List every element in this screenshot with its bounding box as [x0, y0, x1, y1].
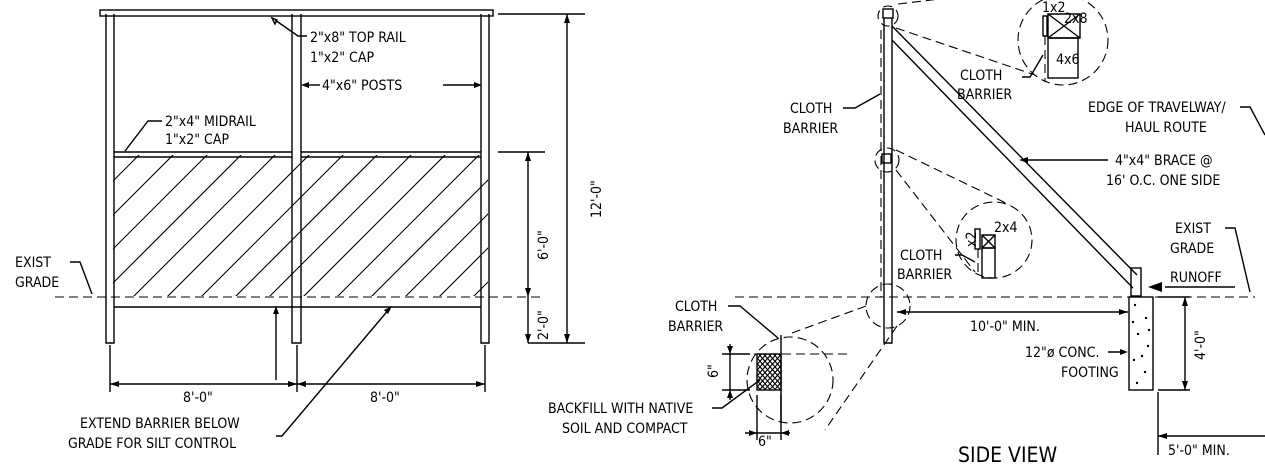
posts-label: 4"x6" POSTS — [322, 78, 402, 94]
brace-stake — [1130, 267, 1142, 297]
concrete-footing — [1128, 296, 1154, 391]
backfill-2: SOIL AND COMPACT — [562, 421, 688, 437]
side-post — [883, 18, 893, 344]
min-5-label: 5'-0" MIN. — [1168, 443, 1230, 459]
cloth-left-1: CLOTH — [790, 101, 832, 117]
cloth-top-2: BARRIER — [957, 87, 1012, 103]
height-6-label: 6'-0" — [536, 230, 552, 260]
detail-2x4: 2x4 — [994, 220, 1017, 236]
cloth-bot-2: BARRIER — [668, 319, 723, 335]
mid-cap-label: 1"x2" CAP — [165, 132, 229, 148]
cloth-mid-2: BARRIER — [897, 267, 952, 283]
exist-label-1: EXIST — [1175, 221, 1211, 237]
detail-4x6: 4x6 — [1056, 52, 1079, 68]
cloth-left-2: BARRIER — [783, 121, 838, 137]
top-detail-circle — [1017, 0, 1109, 86]
edge-label-1: EDGE OF TRAVELWAY/ — [1088, 100, 1226, 116]
span-left-label: 8'-0" — [183, 390, 213, 406]
detail-1x2: 1x2 — [1042, 0, 1065, 16]
front-posts — [105, 14, 490, 344]
front-view: 2"x8" TOP RAIL 1"x2" CAP 4"x6" POSTS 2"x… — [15, 9, 605, 452]
backfill-hatch — [757, 354, 781, 390]
cloth-top-1: CLOTH — [960, 68, 1002, 84]
dim-6a: 6" — [706, 364, 722, 378]
extend-note-1: EXTEND BARRIER BELOW — [80, 416, 240, 432]
backfill-1: BACKFILL WITH NATIVE — [548, 401, 693, 417]
midrail-label: 2"x4" MIDRAIL — [165, 114, 256, 130]
depth-2-label: 2'-0" — [536, 310, 552, 340]
exist-grade-label-1: EXIST — [15, 255, 51, 271]
top-rail-leader — [274, 19, 307, 37]
top-rail — [99, 9, 494, 17]
midrail — [114, 151, 481, 158]
cloth-mid-1: CLOTH — [900, 248, 942, 264]
detail-x2: x2 — [964, 232, 980, 247]
brace — [891, 25, 1138, 289]
min-10-label: 10'-0" MIN. — [970, 319, 1040, 335]
bottom-detail-circle — [746, 336, 834, 424]
runoff-label: RUNOFF — [1170, 270, 1222, 286]
extend-note-2: GRADE FOR SILT CONTROL — [68, 436, 236, 452]
edge-label-2: HAUL ROUTE — [1125, 120, 1207, 136]
cloth-bot-1: CLOTH — [675, 299, 717, 315]
top-rail-label: 2"x8" TOP RAIL — [310, 30, 406, 46]
footing-speckle — [1131, 303, 1151, 385]
detail-2x8: 2x8 — [1064, 11, 1087, 27]
brace-label-2: 16' O.C. ONE SIDE — [1106, 173, 1220, 189]
depth-4-label: 4'-0" — [1193, 330, 1209, 360]
span-right-label: 8'-0" — [370, 390, 400, 406]
side-view: 1x2 2x8 4x6 CLOTH BARRIER CLOTH BARRIER … — [548, 0, 1265, 465]
cloth-barrier-hatch — [113, 155, 488, 296]
conc-label-1: 12"ø CONC. — [1025, 345, 1099, 361]
top-cap-label: 1"x2" CAP — [310, 50, 374, 66]
height-12-label: 12'-0" — [589, 180, 605, 218]
dim-6b: 6" — [758, 434, 772, 450]
conc-label-2: FOOTING — [1061, 365, 1119, 381]
brace-label-1: 4"x4" BRACE @ — [1115, 153, 1213, 169]
exist-grade-label-2: GRADE — [15, 275, 59, 291]
exist-label-2: GRADE — [1170, 241, 1214, 257]
side-view-title: SIDE VIEW — [958, 443, 1057, 465]
